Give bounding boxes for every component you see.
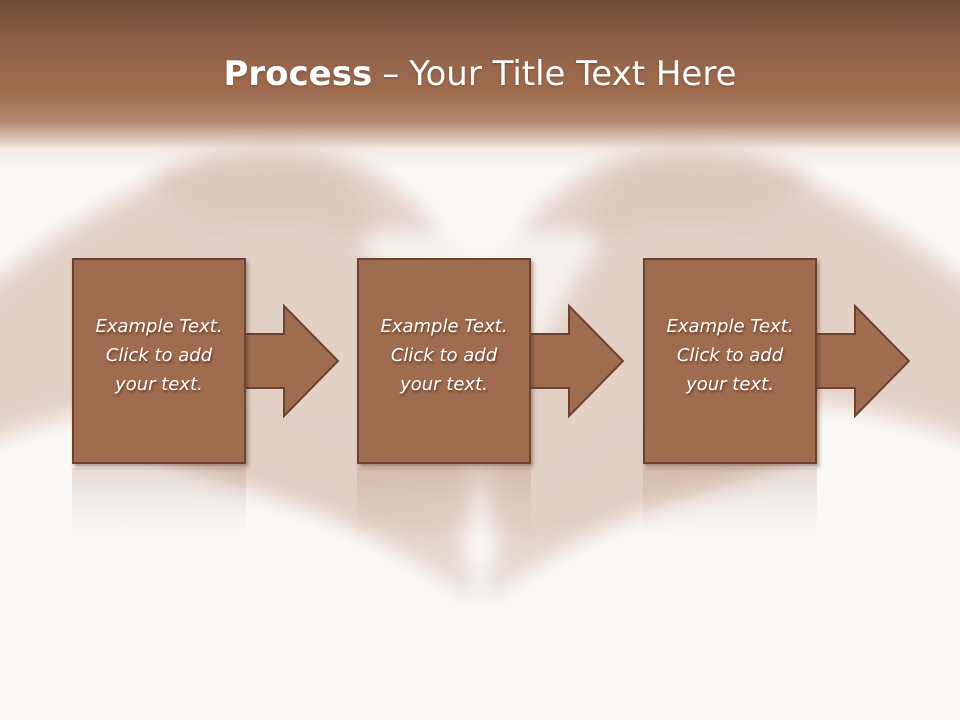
step-1-line-2: Click to add xyxy=(105,345,213,366)
step-3-line-3: your text. xyxy=(686,374,774,395)
step-2-text[interactable]: Example Text. Click to add your text. xyxy=(359,312,529,399)
step-3-line-1: Example Text. xyxy=(666,316,794,337)
step-2-line-1: Example Text. xyxy=(380,316,508,337)
step-3-reflection xyxy=(643,468,817,538)
step-3-line-2: Click to add xyxy=(676,345,784,366)
step-1-line-1: Example Text. xyxy=(95,316,223,337)
step-2-line-2: Click to add xyxy=(390,345,498,366)
step-3-arrow xyxy=(814,303,911,419)
title-rest-text: Your Title Text Here xyxy=(409,54,737,94)
step-2-box[interactable]: Example Text. Click to add your text. xyxy=(357,258,531,464)
step-1-reflection xyxy=(72,468,246,538)
step-1-box[interactable]: Example Text. Click to add your text. xyxy=(72,258,246,464)
step-1-text[interactable]: Example Text. Click to add your text. xyxy=(74,312,244,399)
step-3-text[interactable]: Example Text. Click to add your text. xyxy=(645,312,815,399)
step-1-arrow xyxy=(243,303,340,419)
step-3-box[interactable]: Example Text. Click to add your text. xyxy=(643,258,817,464)
step-1-line-3: your text. xyxy=(115,374,203,395)
step-2-arrow xyxy=(528,303,625,419)
title-dash: – xyxy=(382,54,400,94)
slide-title[interactable]: Process–Your Title Text Here xyxy=(0,52,960,96)
title-band xyxy=(0,0,960,170)
title-bold-text: Process xyxy=(223,54,373,94)
step-2-line-3: your text. xyxy=(400,374,488,395)
step-2-reflection xyxy=(357,468,531,538)
